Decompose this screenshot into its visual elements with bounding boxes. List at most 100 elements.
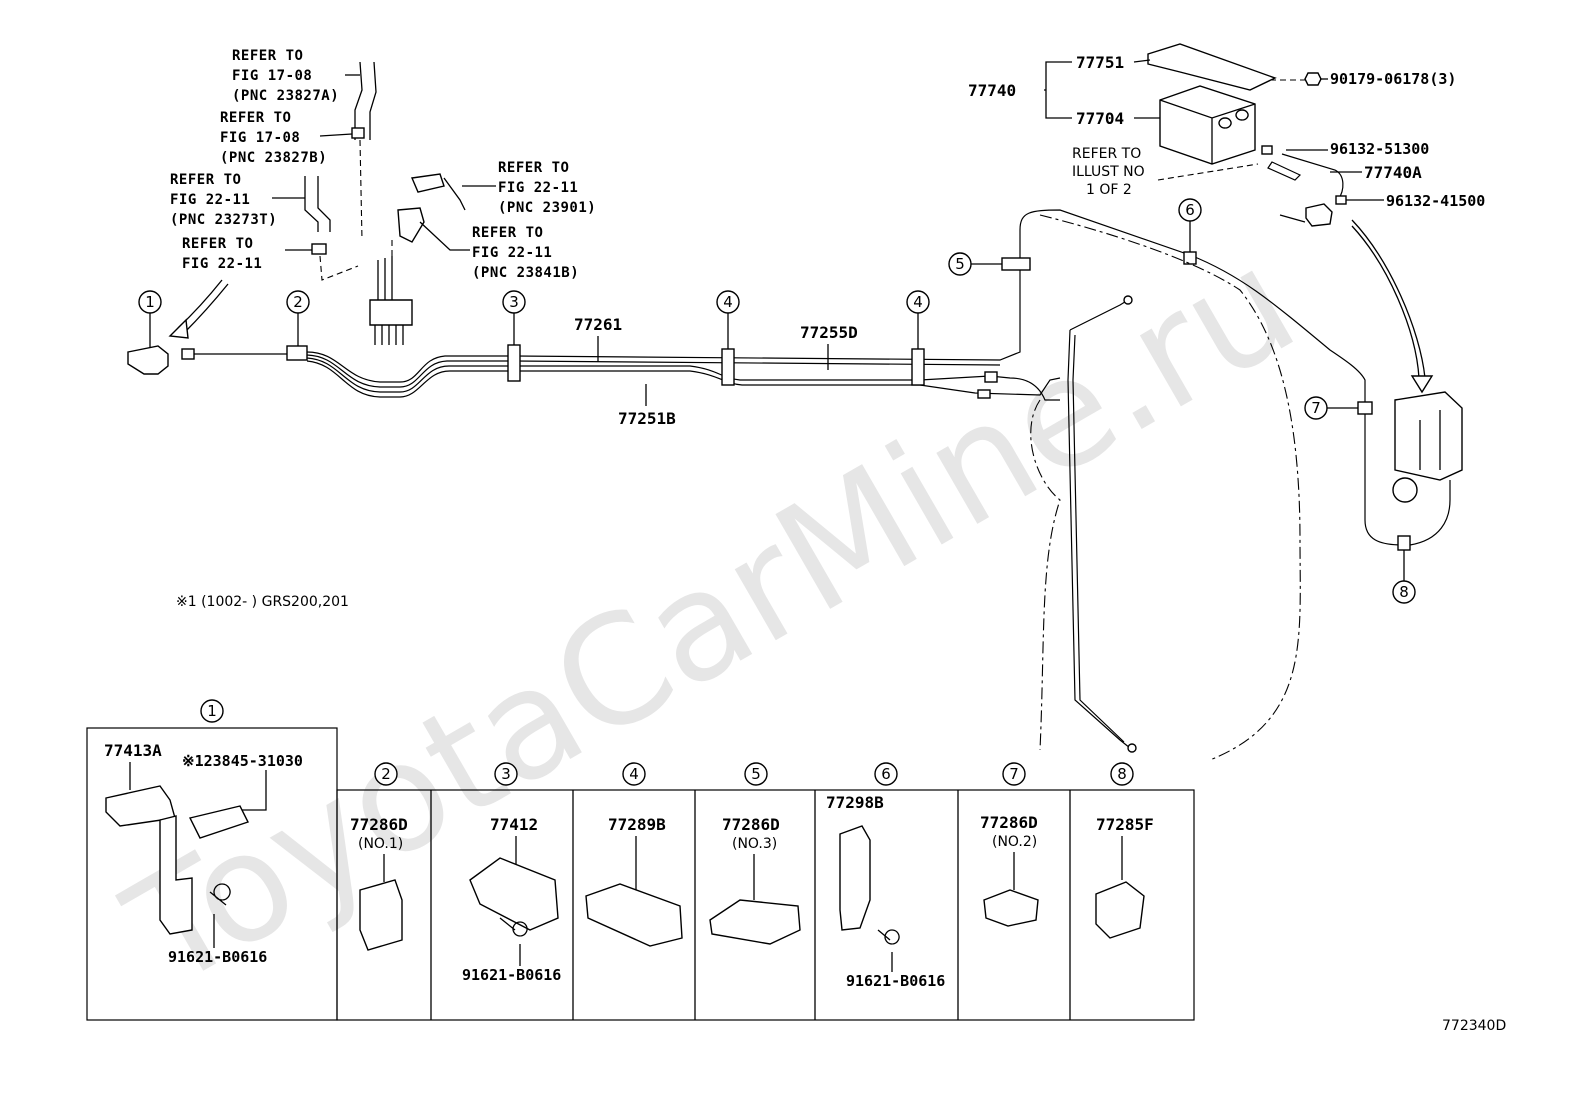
svg-text:77286D: 77286D bbox=[722, 815, 780, 834]
svg-text:77289B: 77289B bbox=[608, 815, 666, 834]
clamp-8 bbox=[1397, 535, 1411, 551]
svg-text:FIG 22-11: FIG 22-11 bbox=[182, 256, 262, 272]
fuel-pump bbox=[1394, 391, 1463, 481]
svg-text:REFER TO: REFER TO bbox=[472, 225, 543, 241]
label-77751: 77751 bbox=[1076, 53, 1124, 72]
svg-text:77286D: 77286D bbox=[980, 813, 1038, 832]
refer-note-3: REFER TO FIG 22-11 (PNC 23273T) bbox=[170, 172, 305, 228]
label-96132-41500: 96132-41500 bbox=[1386, 192, 1485, 210]
svg-text:REFER TO: REFER TO bbox=[1072, 146, 1141, 162]
svg-text:8: 8 bbox=[1399, 583, 1409, 601]
refer-note-5: REFER TO FIG 22-11 (PNC 23901) bbox=[462, 160, 596, 216]
svg-text:FIG 22-11: FIG 22-11 bbox=[472, 245, 552, 261]
label-77740A: 77740A bbox=[1364, 163, 1422, 182]
refer-note-2: REFER TO FIG 17-08 (PNC 23827B) bbox=[220, 110, 353, 166]
svg-text:5: 5 bbox=[751, 765, 761, 783]
detail-4: 4 77289B bbox=[585, 762, 683, 947]
clamp-5 bbox=[1001, 257, 1031, 271]
svg-text:※123845-31030: ※123845-31030 bbox=[182, 752, 303, 770]
charcoal-canister bbox=[1159, 85, 1256, 165]
label-77251B: 77251B bbox=[618, 409, 676, 428]
svg-text:(NO.1): (NO.1) bbox=[358, 836, 403, 852]
svg-text:(PNC 23827B): (PNC 23827B) bbox=[220, 150, 327, 166]
clamp-6 bbox=[1183, 251, 1197, 265]
svg-text:91621-B0616: 91621-B0616 bbox=[168, 948, 267, 966]
label-77740: 77740 bbox=[968, 81, 1016, 100]
callout-4a: 4 bbox=[716, 290, 740, 349]
svg-text:1: 1 bbox=[207, 702, 217, 720]
svg-text:FIG 17-08: FIG 17-08 bbox=[220, 130, 300, 146]
svg-text:REFER TO: REFER TO bbox=[182, 236, 253, 252]
part-labels: 77740 77751 77704 90179-06178(3) 96132-5… bbox=[574, 53, 1485, 428]
footnote: ※1 (1002- ) GRS200,201 bbox=[176, 594, 349, 610]
detail-7: 7 77286D (NO.2) bbox=[980, 762, 1039, 927]
svg-text:77413A: 77413A bbox=[104, 741, 162, 760]
reference-parts bbox=[168, 61, 470, 345]
connector-left bbox=[127, 345, 169, 375]
detail-panels bbox=[86, 727, 1195, 1021]
detail-6: 6 77298B 91621-B0616 bbox=[826, 762, 945, 990]
label-77255D: 77255D bbox=[800, 323, 858, 342]
figure-code: 772340D bbox=[1442, 1018, 1506, 1034]
main-pipe-bundle bbox=[127, 209, 1451, 761]
clamp-4b bbox=[911, 348, 925, 386]
detail-2: 2 77286D (NO.1) bbox=[350, 762, 408, 951]
svg-text:7: 7 bbox=[1009, 765, 1019, 783]
svg-text:1: 1 bbox=[145, 293, 155, 311]
callout-7: 7 bbox=[1304, 396, 1358, 420]
svg-text:(PNC 23273T): (PNC 23273T) bbox=[170, 212, 277, 228]
label-77704: 77704 bbox=[1076, 109, 1124, 128]
refer-note-6: REFER TO FIG 22-11 (PNC 23841B) bbox=[472, 225, 579, 281]
svg-text:(PNC 23841B): (PNC 23841B) bbox=[472, 265, 579, 281]
callout-2: 2 bbox=[286, 290, 310, 346]
svg-text:77412: 77412 bbox=[490, 815, 538, 834]
svg-text:6: 6 bbox=[881, 765, 891, 783]
svg-text:91621-B0616: 91621-B0616 bbox=[846, 972, 945, 990]
svg-text:4: 4 bbox=[913, 293, 923, 311]
svg-text:REFER TO: REFER TO bbox=[170, 172, 241, 188]
label-77261: 77261 bbox=[574, 315, 622, 334]
svg-text:FIG 17-08: FIG 17-08 bbox=[232, 68, 312, 84]
label-96132-51300: 96132-51300 bbox=[1330, 140, 1429, 158]
svg-text:2: 2 bbox=[381, 765, 391, 783]
svg-text:2: 2 bbox=[293, 293, 303, 311]
svg-text:(NO.3): (NO.3) bbox=[732, 836, 777, 852]
callout-5: 5 bbox=[948, 252, 1002, 276]
clamp-7 bbox=[1357, 401, 1373, 415]
svg-text:77285F: 77285F bbox=[1096, 815, 1154, 834]
callout-3: 3 bbox=[502, 290, 526, 345]
detail-8: 8 77285F bbox=[1095, 762, 1154, 939]
detail-3: 3 77412 91621-B0616 bbox=[462, 762, 561, 984]
svg-text:4: 4 bbox=[629, 765, 639, 783]
clamp-3 bbox=[507, 344, 521, 382]
svg-text:1 OF 2: 1 OF 2 bbox=[1086, 182, 1132, 198]
refer-note-4: REFER TO FIG 22-11 bbox=[182, 236, 312, 272]
svg-text:FIG 22-11: FIG 22-11 bbox=[498, 180, 578, 196]
detail-1: 1 77413A ※123845-31030 91621-B0616 bbox=[104, 699, 303, 966]
canister-bracket bbox=[1147, 43, 1277, 91]
svg-text:(NO.2): (NO.2) bbox=[992, 834, 1037, 850]
svg-text:91621-B0616: 91621-B0616 bbox=[462, 966, 561, 984]
svg-text:REFER TO: REFER TO bbox=[498, 160, 569, 176]
refer-note-7: REFER TO ILLUST NO 1 OF 2 bbox=[1072, 146, 1145, 198]
callout-4b: 4 bbox=[906, 290, 930, 349]
svg-text:77286D: 77286D bbox=[350, 815, 408, 834]
clamp-4a bbox=[721, 348, 735, 386]
svg-text:REFER TO: REFER TO bbox=[232, 48, 303, 64]
callout-6: 6 bbox=[1178, 198, 1202, 252]
svg-text:(PNC 23827A): (PNC 23827A) bbox=[232, 88, 339, 104]
callout-8: 8 bbox=[1392, 550, 1416, 604]
detail-5: 5 77286D (NO.3) bbox=[709, 762, 801, 945]
svg-text:(PNC 23901): (PNC 23901) bbox=[498, 200, 596, 216]
svg-text:5: 5 bbox=[955, 255, 965, 273]
canister-assembly bbox=[1147, 43, 1463, 503]
svg-text:77298B: 77298B bbox=[826, 793, 884, 812]
svg-text:6: 6 bbox=[1185, 201, 1195, 219]
svg-text:FIG 22-11: FIG 22-11 bbox=[170, 192, 250, 208]
svg-text:REFER TO: REFER TO bbox=[220, 110, 291, 126]
svg-text:ILLUST NO: ILLUST NO bbox=[1072, 164, 1145, 180]
label-90179: 90179-06178(3) bbox=[1330, 70, 1456, 88]
svg-text:4: 4 bbox=[723, 293, 733, 311]
refer-note-1: REFER TO FIG 17-08 (PNC 23827A) bbox=[232, 48, 360, 104]
